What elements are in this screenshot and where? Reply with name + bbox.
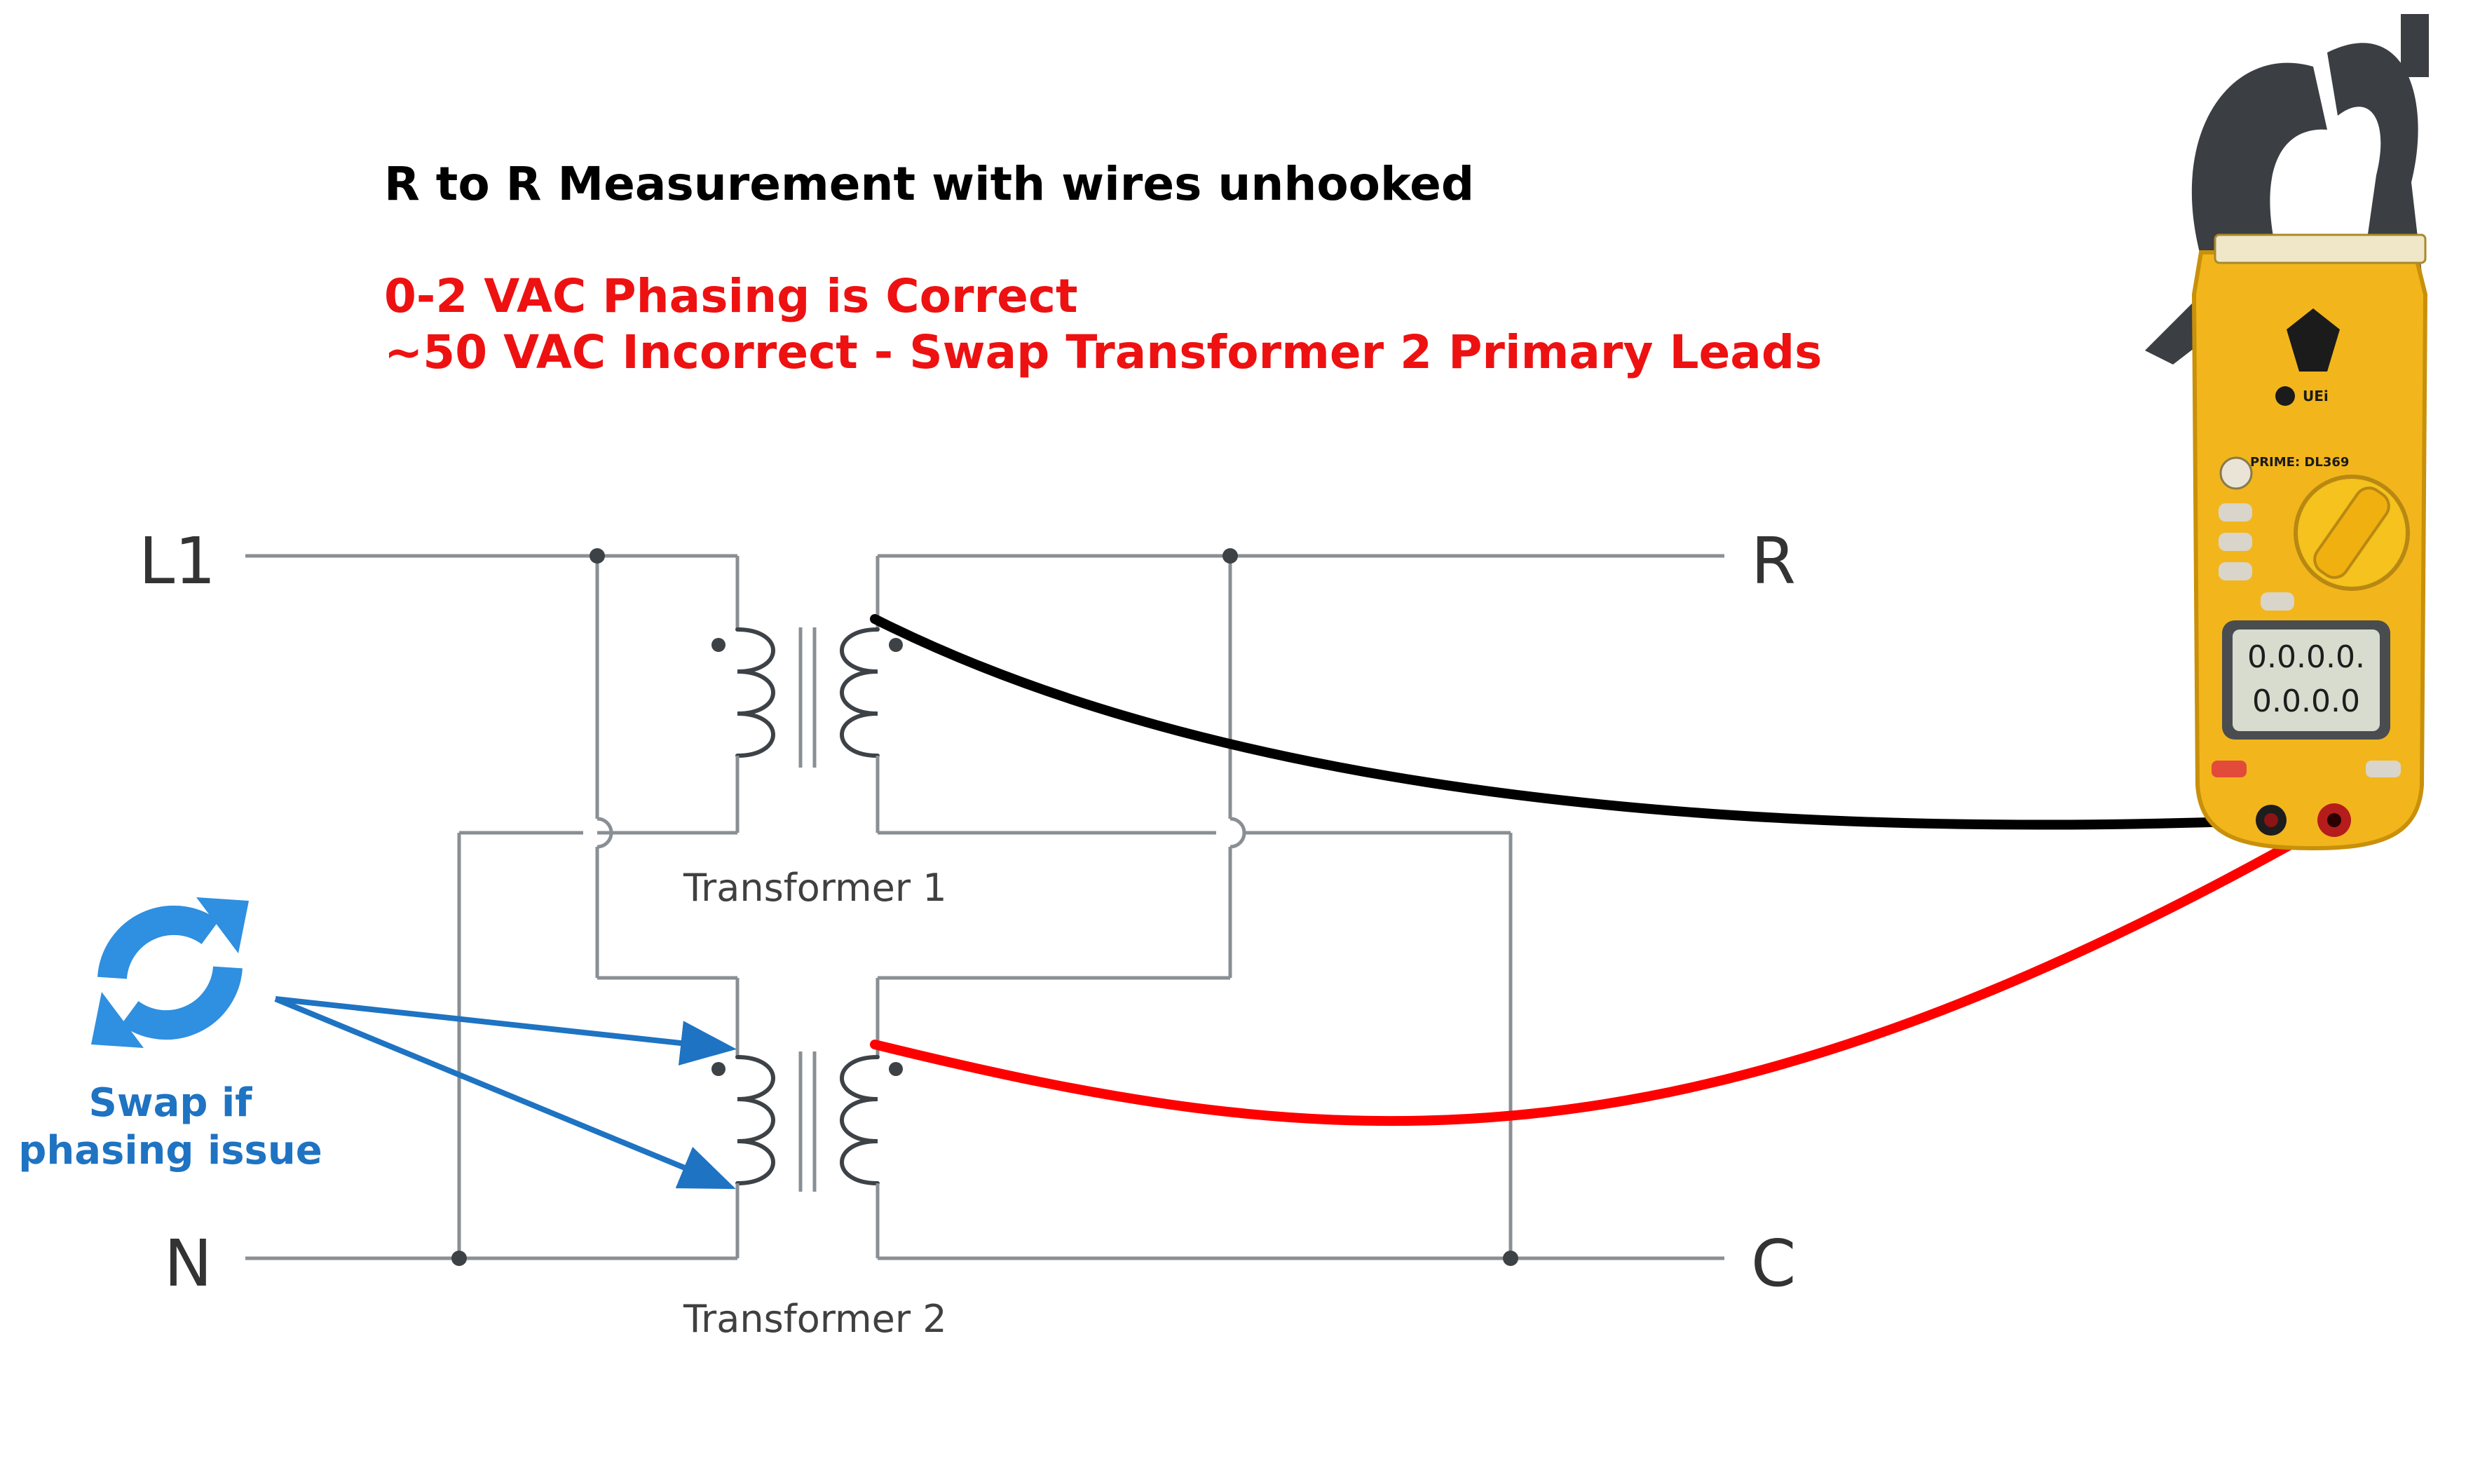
transformer-1-symbol (711, 617, 903, 768)
meter-model-label: PRIME: DL369 (2250, 455, 2349, 470)
junction-node (451, 1251, 467, 1266)
terminal-r: R (1751, 524, 1796, 599)
terminal-c: C (1751, 1226, 1796, 1301)
terminal-l1: L1 (139, 524, 216, 599)
meter-reading-bottom: 0.0.0.0 (2252, 683, 2360, 719)
meter-reading-top: 0.0.0.0. (2247, 639, 2365, 675)
red-test-lead (870, 815, 2339, 1126)
swap-hint-line1: Swap if (89, 1080, 253, 1126)
swap-hint-line2: phasing issue (18, 1128, 322, 1173)
transformer-1-label: Transformer 1 (683, 866, 947, 910)
junction-node (1222, 548, 1238, 564)
meter-brand: UEi (2303, 388, 2329, 404)
terminal-n: N (164, 1226, 212, 1301)
diagram-title: R to R Measurement with wires unhooked (384, 157, 1474, 211)
junction-node (1503, 1251, 1518, 1266)
note-incorrect: ~50 VAC Incorrect - Swap Transformer 2 P… (384, 325, 1822, 379)
clamp-meter: UEi PRIME: DL369 0.0.0.0. 0.0.0.0 (2145, 14, 2429, 851)
swap-arrow-upper (275, 996, 737, 1066)
circuit-wires (245, 554, 1724, 1260)
swap-arrow-lower (274, 996, 736, 1190)
note-correct: 0-2 VAC Phasing is Correct (384, 269, 1078, 323)
transformer-2-symbol (711, 1044, 903, 1206)
transformer-2-label: Transformer 2 (683, 1297, 947, 1341)
junction-node (590, 548, 605, 564)
black-test-lead (870, 614, 2276, 830)
swap-refresh-icon (88, 890, 252, 1055)
